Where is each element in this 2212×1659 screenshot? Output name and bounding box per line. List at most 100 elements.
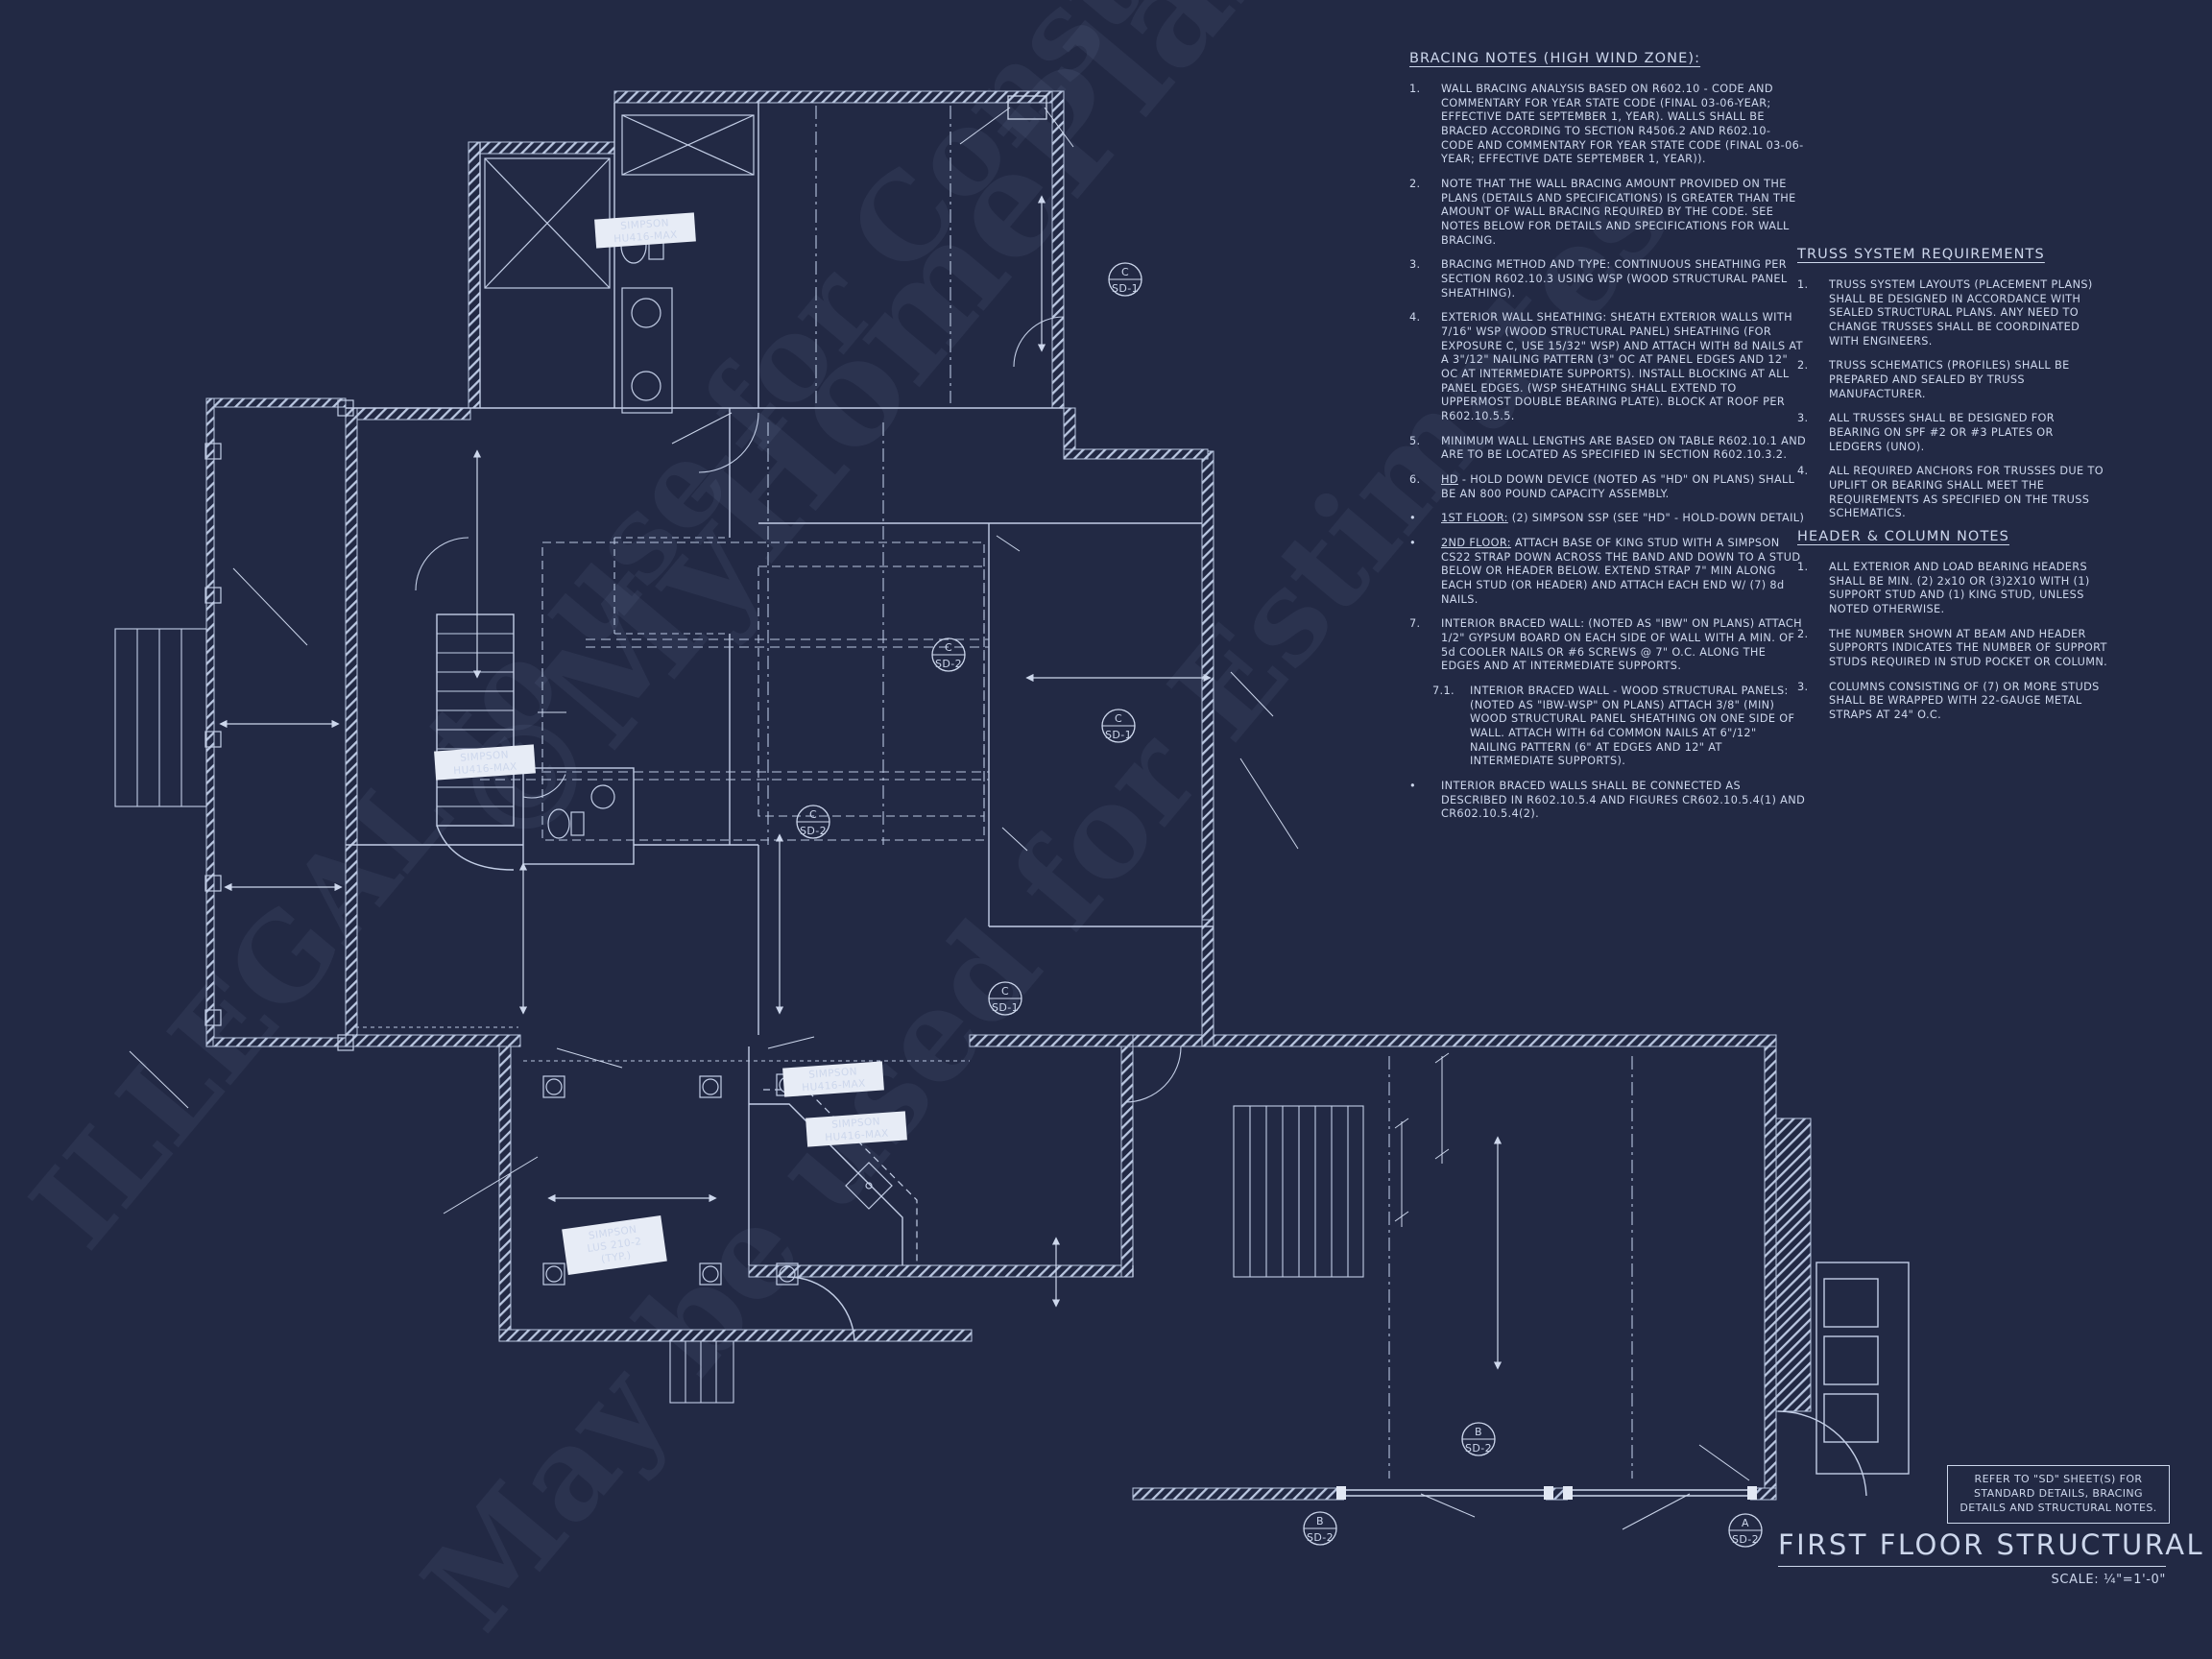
note-item: • 1ST FLOOR: (2) SIMPSON SSP (SEE "HD" -…	[1409, 512, 1807, 526]
note-text: INTERIOR BRACED WALLS SHALL BE CONNECTED…	[1441, 780, 1806, 821]
note-text: INTERIOR BRACED WALL - WOOD STRUCTURAL P…	[1470, 685, 1795, 768]
detail-letter: C	[1001, 985, 1009, 998]
note-text: MINIMUM WALL LENGTHS ARE BASED ON TABLE …	[1441, 434, 1807, 462]
note-item: 4. EXTERIOR WALL SHEATHING: SHEATH EXTER…	[1409, 311, 1807, 423]
detail-sheet: SD-1	[1105, 729, 1132, 741]
sd-note-line: STANDARD DETAILS, BRACING	[1974, 1486, 2143, 1500]
note-number: 2.	[1409, 177, 1421, 190]
connector-box-line: SIMPSON	[460, 749, 509, 764]
simpson-connector-box: SIMPSON HU416-MAX	[594, 212, 696, 249]
note-number: 3.	[1797, 680, 1809, 693]
sd-note-line: REFER TO "SD" SHEET(S) FOR	[1974, 1473, 2143, 1485]
sd-reference-box: REFER TO "SD" SHEET(S) FOR STANDARD DETA…	[1947, 1465, 2170, 1524]
note-number: 1.	[1409, 82, 1421, 95]
note-number: 4.	[1797, 465, 1809, 478]
detail-sheet: SD-1	[1112, 282, 1139, 295]
dimension-lines	[1394, 1052, 1450, 1227]
note-item: • INTERIOR BRACED WALLS SHALL BE CONNECT…	[1409, 780, 1807, 822]
simpson-connector-box: SIMPSON HU416-MAX	[434, 744, 536, 781]
detail-marker: C SD-2	[931, 637, 966, 672]
detail-letter: B	[1475, 1426, 1482, 1438]
note-item: 1. TRUSS SYSTEM LAYOUTS (PLACEMENT PLANS…	[1797, 278, 2108, 349]
garage-door-openings	[1336, 1484, 1757, 1505]
note-item: 1. ALL EXTERIOR AND LOAD BEARING HEADERS…	[1797, 561, 2108, 617]
bracing-notes: BRACING NOTES (HIGH WIND ZONE): 1. WALL …	[1409, 50, 1807, 832]
detail-marker: B SD-2	[1461, 1422, 1496, 1456]
note-text: ALL TRUSSES SHALL BE DESIGNED FOR BEARIN…	[1829, 412, 2055, 453]
note-text: ALL EXTERIOR AND LOAD BEARING HEADERS SH…	[1829, 560, 2090, 615]
note-item: 2. NOTE THAT THE WALL BRACING AMOUNT PRO…	[1409, 178, 1807, 248]
note-item: 1. WALL BRACING ANALYSIS BASED ON R602.1…	[1409, 83, 1807, 167]
note-text: HD - HOLD DOWN DEVICE (NOTED AS "HD" ON …	[1441, 472, 1795, 500]
detail-sheet: SD-1	[992, 1001, 1019, 1014]
detail-letter: C	[809, 808, 817, 821]
detail-sheet: SD-2	[1307, 1531, 1334, 1544]
detail-letter: C	[1121, 266, 1129, 278]
connector-boxes-3line: SIMPSON LUS 210-2 (TYP.)	[562, 1214, 667, 1276]
detail-letter: C	[945, 641, 952, 654]
connector-box-line: HU416-MAX	[802, 1078, 866, 1094]
simpson-connector-box: SIMPSON HU416-MAX	[782, 1061, 884, 1097]
note-item: 3. COLUMNS CONSISTING OF (7) OR MORE STU…	[1797, 681, 2108, 723]
stairs-garage	[1233, 1105, 1364, 1278]
note-item: • 2ND FLOOR: ATTACH BASE OF KING STUD WI…	[1409, 537, 1807, 607]
detail-marker: A SD-2	[1728, 1513, 1763, 1548]
note-number: •	[1409, 512, 1417, 525]
note-text: COLUMNS CONSISTING OF (7) OR MORE STUDS …	[1829, 680, 2100, 721]
note-item: 7.1. INTERIOR BRACED WALL - WOOD STRUCTU…	[1432, 685, 1807, 769]
detail-sheet: SD-2	[935, 658, 962, 670]
note-number: •	[1409, 536, 1417, 549]
connector-box-line: SIMPSON	[808, 1066, 857, 1081]
note-number: 6.	[1409, 472, 1421, 486]
note-item: 2. THE NUMBER SHOWN AT BEAM AND HEADER S…	[1797, 628, 2108, 670]
detail-letter: A	[1742, 1517, 1749, 1529]
note-number: 1.	[1797, 560, 1809, 573]
kitchen-cabinets	[763, 1089, 918, 1265]
connector-box-line: SIMPSON	[831, 1116, 880, 1131]
detail-marker: B SD-2	[1303, 1511, 1337, 1546]
connector-box-line: HU416-MAX	[613, 229, 678, 246]
connector-boxes: SIMPSON HU416-MAX SIMPSON HU416-MAX SIMP…	[434, 212, 907, 1147]
detail-marker: C SD-1	[988, 981, 1022, 1016]
note-number: 2.	[1797, 627, 1809, 640]
note-item: 4. ALL REQUIRED ANCHORS FOR TRUSSES DUE …	[1797, 465, 2108, 521]
note-text: EXTERIOR WALL SHEATHING: SHEATH EXTERIOR…	[1441, 311, 1803, 422]
note-item: 7. INTERIOR BRACED WALL: (NOTED AS "IBW"…	[1409, 617, 1807, 674]
sd-note-line: DETAILS AND STRUCTURAL NOTES.	[1960, 1501, 2157, 1514]
truss-notes-title: TRUSS SYSTEM REQUIREMENTS	[1797, 247, 2045, 262]
note-item: 5. MINIMUM WALL LENGTHS ARE BASED ON TAB…	[1409, 435, 1807, 463]
hd-box	[1007, 95, 1047, 120]
note-number: 3.	[1409, 258, 1421, 272]
note-text: WALL BRACING ANALYSIS BASED ON R602.10 -…	[1441, 82, 1804, 166]
note-item: 2. TRUSS SCHEMATICS (PROFILES) SHALL BE …	[1797, 359, 2108, 401]
detail-sheet: SD-2	[1465, 1442, 1492, 1455]
note-number: 7.	[1409, 617, 1421, 631]
header-notes-title: HEADER & COLUMN NOTES	[1797, 529, 2009, 544]
simpson-connector-box: SIMPSON HU416-MAX	[805, 1111, 907, 1147]
note-number: 4.	[1409, 311, 1421, 325]
header-column-notes: HEADER & COLUMN NOTES 1. ALL EXTERIOR AN…	[1797, 528, 2108, 733]
truss-notes: TRUSS SYSTEM REQUIREMENTS 1. TRUSS SYSTE…	[1797, 246, 2108, 532]
note-number: 1.	[1797, 277, 1809, 291]
leader-lines	[129, 107, 1750, 1530]
title-block: FIRST FLOOR STRUCTURAL PLAN SCALE: ¼"=1'…	[1778, 1528, 2212, 1587]
sheet-scale: SCALE: ¼"=1'-0"	[2051, 1573, 2166, 1587]
note-number: 2.	[1797, 359, 1809, 373]
detail-markers: C SD-1 C SD-2 C SD-1 C SD-2 C	[796, 262, 1763, 1548]
note-number: •	[1409, 780, 1417, 793]
note-text: ALL REQUIRED ANCHORS FOR TRUSSES DUE TO …	[1829, 465, 2104, 520]
stairs-main	[437, 633, 514, 807]
note-text: INTERIOR BRACED WALL: (NOTED AS "IBW" ON…	[1441, 617, 1803, 673]
note-text: BRACING METHOD AND TYPE: CONTINUOUS SHEA…	[1441, 258, 1788, 300]
note-text: TRUSS SCHEMATICS (PROFILES) SHALL BE PRE…	[1829, 359, 2070, 400]
detail-sheet: SD-2	[800, 825, 827, 837]
framing-dashed-lines	[355, 106, 1633, 1479]
note-text: 2ND FLOOR: ATTACH BASE OF KING STUD WITH…	[1441, 536, 1801, 606]
note-number: 7.1.	[1432, 685, 1455, 698]
connector-box-line: SIMPSON	[620, 217, 669, 232]
note-number: 5.	[1409, 434, 1421, 447]
note-text: NOTE THAT THE WALL BRACING AMOUNT PROVID…	[1441, 177, 1796, 247]
note-text: TRUSS SYSTEM LAYOUTS (PLACEMENT PLANS) S…	[1829, 277, 2093, 348]
note-text: 1ST FLOOR: (2) SIMPSON SSP (SEE "HD" - H…	[1441, 512, 1805, 525]
